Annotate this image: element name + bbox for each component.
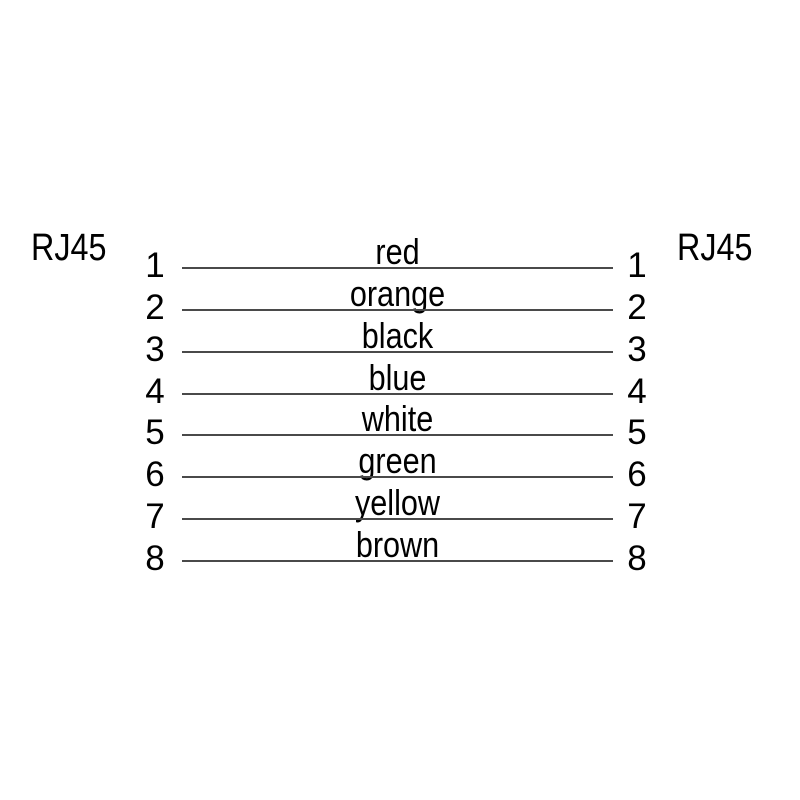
wire-line (182, 560, 613, 562)
wire-line (182, 267, 613, 269)
wire-line (182, 309, 613, 311)
left-pin-number: 6 (145, 455, 165, 494)
right-pin-number: 1 (627, 246, 647, 285)
left-pin-number: 7 (145, 497, 165, 536)
right-pin-number: 5 (627, 413, 647, 452)
wire-color-label: white (361, 398, 434, 439)
wire-color-label: green (358, 440, 437, 481)
right-pin-number: 8 (627, 539, 647, 578)
left-connector-label: RJ45 (31, 227, 107, 269)
right-pin-number: 6 (627, 455, 647, 494)
wire-line (182, 434, 613, 436)
left-pin-number: 8 (145, 539, 165, 578)
wire-line (182, 476, 613, 478)
left-pin-number: 3 (145, 330, 165, 369)
left-pin-number: 5 (145, 413, 165, 452)
wire-color-label: orange (349, 273, 446, 314)
right-pin-number: 7 (627, 497, 647, 536)
left-pin-number: 2 (145, 288, 165, 327)
wire-line (182, 351, 613, 353)
wire-color-label: blue (368, 357, 427, 398)
wire-line (182, 518, 613, 520)
right-pin-number: 3 (627, 330, 647, 369)
right-connector-label: RJ45 (677, 227, 753, 269)
left-pin-number: 4 (145, 372, 165, 411)
left-pin-number: 1 (145, 246, 165, 285)
wire-color-label: yellow (354, 482, 441, 523)
wire-color-label: red (375, 231, 420, 272)
right-pin-number: 4 (627, 372, 647, 411)
wire-color-label: brown (355, 524, 440, 565)
wire-line (182, 393, 613, 395)
right-pin-number: 2 (627, 288, 647, 327)
wire-color-label: black (361, 315, 434, 356)
